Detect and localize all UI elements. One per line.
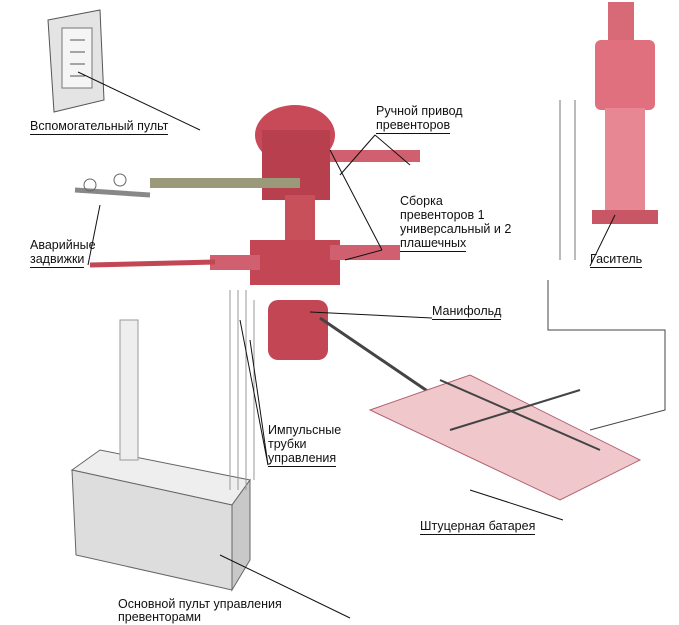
label-manifold: Манифольд [432,304,502,320]
impulse-tubes-drawing [229,290,255,490]
label-choke-battery: Штуцерная батарея [420,519,536,535]
label-bop-stack-line2: превенторов 1 [400,208,485,222]
label-bop-stack-line1: Сборка [400,194,443,208]
label-bop-stack-line4: плашечных [400,236,467,252]
label-impulse-tubes-line2: трубки [268,437,307,451]
label-manual-drive-line2: превенторов [376,118,451,134]
bop-stack-drawing [89,105,420,360]
label-auxiliary-panel: Вспомогательный пульт [30,119,169,135]
label-manual-drive-line1: Ручной привод [376,104,463,118]
damper-drawing [559,2,658,260]
emergency-valves-drawing [74,173,151,198]
label-damper: Гаситель [590,252,643,268]
label-emergency-valves-line2: задвижки [30,252,85,268]
auxiliary-panel-drawing [47,9,105,113]
label-impulse-tubes-line1: Импульсные [268,423,342,437]
label-impulse-tubes-line3: управления [268,451,337,467]
leader-lines [77,71,616,619]
choke-battery-drawing [319,280,666,501]
label-bop-stack-line3: универсальный и 2 [400,222,512,236]
label-main-panel-line2: превенторами [118,610,202,624]
label-main-panel-line1: Основной пульт управления [118,597,282,611]
main-panel-drawing [70,319,251,592]
label-emergency-valves-line1: Аварийные [30,238,96,252]
